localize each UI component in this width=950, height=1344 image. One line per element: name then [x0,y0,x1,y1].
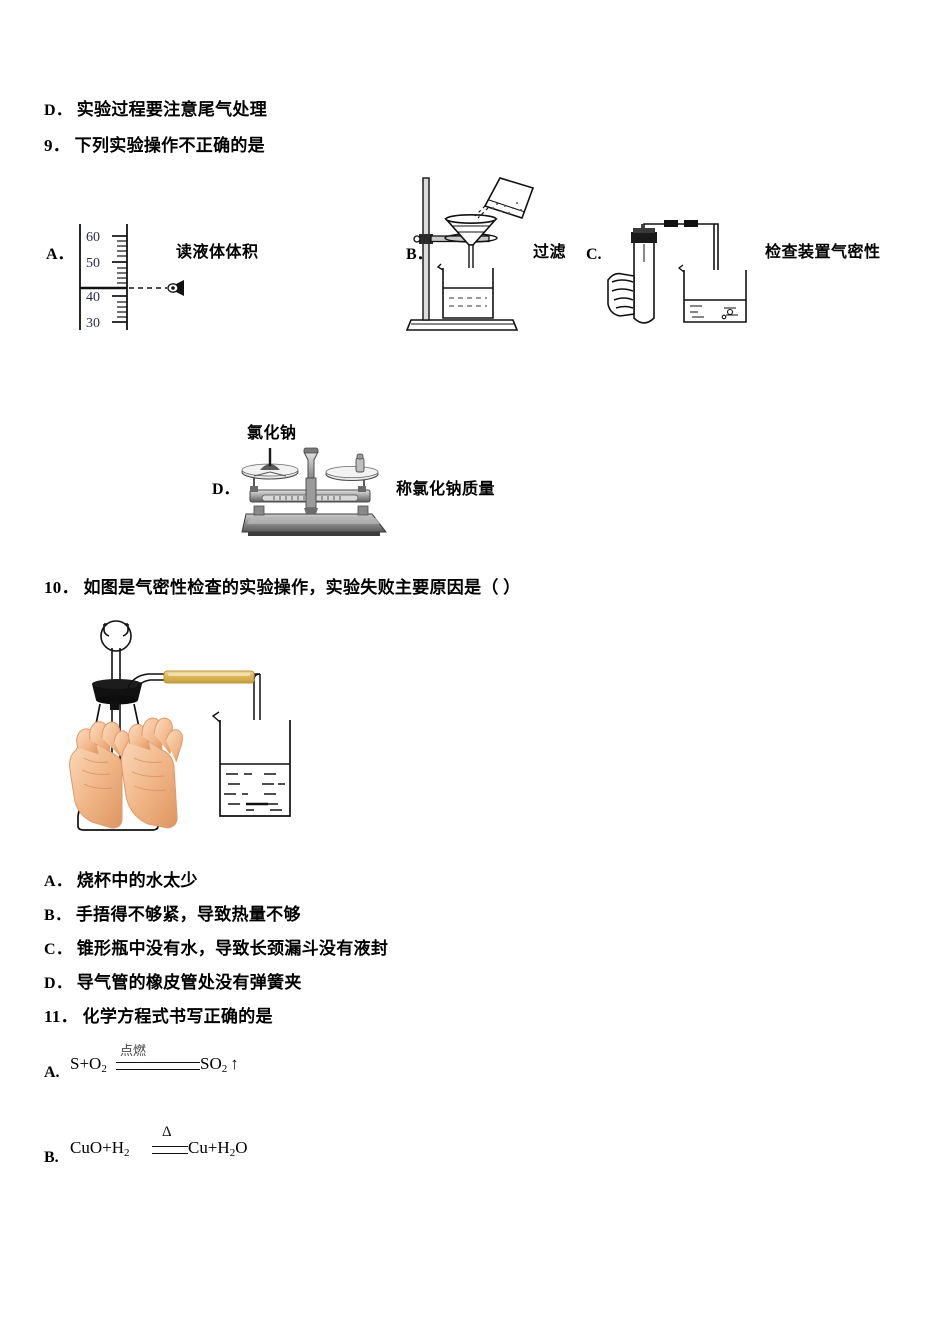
prev-option-d-text: 实验过程要注意尾气处理 [76,100,268,119]
q11-option-b-letter: B. [44,1149,59,1166]
equation-a-gas-arrow: ↑ [230,1054,239,1073]
equation-a-left-text: S+O [70,1054,102,1073]
equation-a: S+O2 点燃 SO2↑ [70,1040,320,1082]
prev-option-d: D． 实验过程要注意尾气处理 [44,100,267,120]
question-11-stem-line: 11． 化学方程式书写正确的是 [44,1007,273,1027]
q9-option-b-caption: 过滤 [533,244,567,261]
q9-option-a-letter: A． [46,246,74,263]
q10-option-c: C． 锥形瓶中没有水，导致长颈漏斗没有液封 [44,939,388,959]
receiving-beaker [436,263,494,319]
q10-option-a-text: 烧杯中的水太少 [76,871,198,890]
question-11-stem: 化学方程式书写正确的是 [82,1007,273,1026]
equation-b-right: Cu+H2O [188,1138,247,1160]
pouring-beaker [483,177,535,219]
equation-b-left-text: CuO+H [70,1138,124,1157]
q9-option-d-caption: 称氯化钠质量 [396,481,496,498]
cylinder-label-40: 40 [86,290,100,305]
q10-option-b-letter: B． [44,907,72,924]
equation-a-right-sub: 2 [221,1063,228,1075]
equation-a-right: SO2↑ [200,1054,239,1076]
graduated-cylinder-figure: 60 50 40 30 [72,222,187,332]
beaker [677,264,747,323]
equation-a-left-sub: 2 [101,1063,107,1075]
q11-option-a-letter: A. [44,1064,60,1081]
equation-b-condition: Δ [162,1124,172,1140]
equation-b-left-sub: 2 [123,1147,130,1159]
q10-option-c-text: 锥形瓶中没有水，导致长颈漏斗没有液封 [76,939,389,958]
q10-option-d-letter: D． [44,975,73,992]
prev-option-d-letter: D． [44,102,73,119]
equation-a-left: S+O2 [70,1054,107,1076]
equation-b-right-tail: O [235,1138,248,1157]
equation-b-right-text: Cu+H [188,1138,230,1157]
equation-b-right-sub: 2 [229,1147,236,1159]
eye-icon [167,280,184,296]
beaker-with-water [211,711,291,817]
question-10-stem-line: 10． 如图是气密性检查的实验操作，实验失败主要原因是（ ） [44,578,521,598]
equation-b: CuO+H2 Δ Cu+H2O [70,1124,330,1166]
question-9-number: 9． [44,136,71,155]
q9-option-c-letter: C. [586,246,602,263]
cylinder-label-50: 50 [86,256,100,271]
hand-icon [607,272,635,317]
q10-option-c-letter: C． [44,941,73,958]
q10-option-d-text: 导气管的橡皮管处没有弹簧夹 [76,973,302,992]
q10-option-b: B． 手捂得不够紧，导致热量不够 [44,905,301,925]
right-hand-icon [121,717,183,829]
q9-option-a-caption: 读液体体积 [176,244,259,261]
question-9-stem-line: 9． 下列实验操作不正确的是 [44,136,265,156]
q10-option-a-letter: A． [44,873,73,890]
question-10-number: 10． [44,578,79,597]
equation-b-left: CuO+H2 [70,1138,129,1160]
airtightness-flask-hands-figure [64,608,304,848]
equation-a-condition: 点燃 [120,1043,147,1058]
cylinder-label-30: 30 [86,316,100,331]
q10-option-a: A． 烧杯中的水太少 [44,871,198,891]
q10-option-b-text: 手捂得不够紧，导致热量不够 [75,905,301,924]
question-10-stem: 如图是气密性检查的实验操作，实验失败主要原因是（ ） [83,578,521,597]
question-9-stem: 下列实验操作不正确的是 [74,136,265,155]
balance-scale-figure [240,440,392,538]
q10-option-d: D． 导气管的橡皮管处没有弹簧夹 [44,973,302,993]
question-11-number: 11． [44,1007,78,1026]
airtightness-test-tube-figure [606,220,766,332]
q9-option-c-caption: 检查装置气密性 [765,244,881,261]
filtration-apparatus-figure [405,172,540,334]
q9-option-d-substance-label: 氯化钠 [247,425,297,442]
cylinder-label-60: 60 [86,230,100,245]
equation-b-arrow [152,1146,188,1154]
q9-option-d-letter: D． [212,481,240,498]
equation-a-arrow [116,1062,200,1070]
equation-a-right-text: SO [200,1054,222,1073]
